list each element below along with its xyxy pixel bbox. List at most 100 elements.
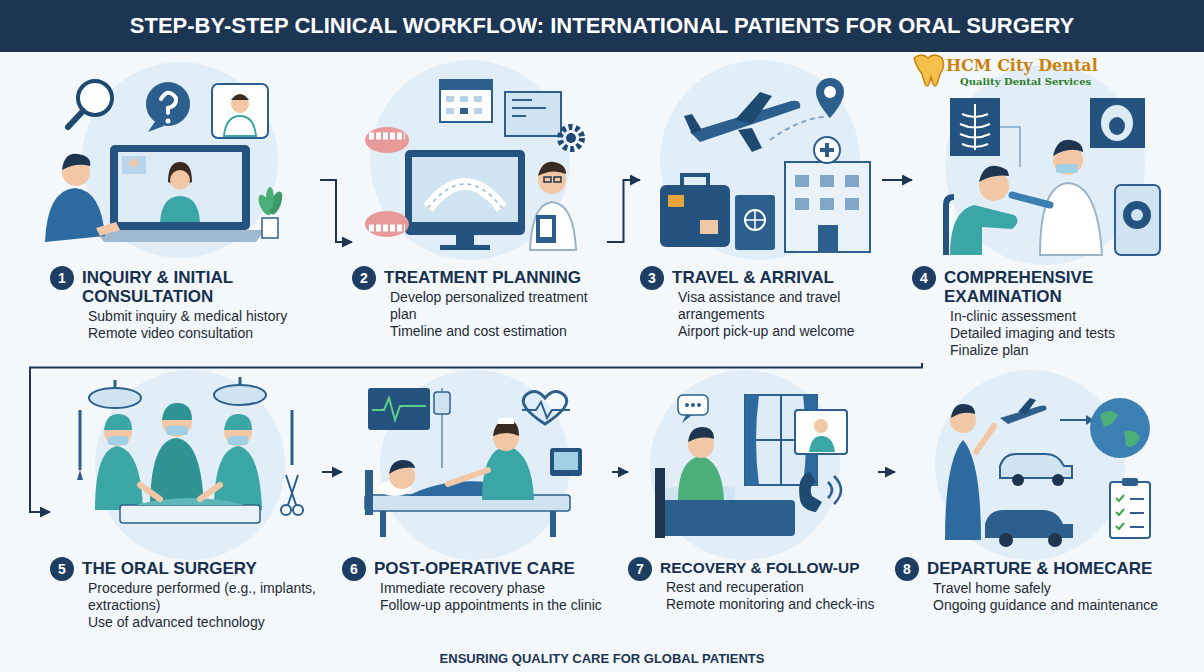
consultation-illustration-part — [96, 222, 120, 236]
departure-illustration-part — [1052, 474, 1064, 486]
planning-illustration-part — [440, 80, 492, 122]
travel-illustration-part — [745, 210, 765, 230]
planning-illustration-part — [536, 215, 556, 243]
departure-illustration-part — [1100, 411, 1140, 447]
recovery-illustration-part — [655, 468, 665, 538]
logo-tooth — [914, 55, 944, 86]
recovery-illustration-part — [685, 403, 689, 407]
travel-illustration-part — [795, 198, 809, 210]
consultation-illustration-part — [148, 120, 164, 132]
surgery-illustration-part — [281, 505, 291, 515]
recovery-illustration-part — [660, 500, 795, 536]
bullet-item: Use of advanced technology — [88, 614, 322, 631]
surgery-illustration-part — [166, 426, 188, 435]
post-op-illustration-part — [365, 470, 373, 515]
consultation-illustration-part — [95, 230, 265, 242]
consultation-illustration-part — [262, 218, 278, 238]
examination-illustration-part — [979, 166, 1009, 182]
step-text: 8DEPARTURE & HOMECARETravel home safelyO… — [895, 559, 1170, 614]
travel-illustration-part — [700, 220, 718, 234]
step-heading: RECOVERY & FOLLOW-UP — [660, 559, 878, 577]
planning-illustration-part — [474, 96, 482, 102]
surgery-illustration-part — [120, 505, 260, 523]
travel-illustration-part — [682, 175, 708, 185]
examination-illustration-part — [1040, 183, 1102, 255]
bullet-text: Use of advanced technology — [88, 614, 265, 630]
step-heading: INQUIRY & INITIAL CONSULTATION — [82, 268, 320, 306]
bullet-item: Airport pick-up and welcome — [678, 323, 882, 340]
post-op-illustration-part — [372, 398, 426, 420]
departure-illustration-part — [999, 533, 1013, 547]
planning-illustration-part — [456, 235, 474, 246]
travel-illustration-part — [820, 175, 834, 187]
planning-illustration-part — [460, 108, 468, 114]
step-number: 7 — [636, 561, 644, 577]
step-heading: THE ORAL SURGERY — [82, 559, 322, 578]
post-op-illustration-part — [498, 418, 514, 424]
step-text: 1INQUIRY & INITIAL CONSULTATIONSubmit in… — [50, 268, 320, 342]
planning-illustration-part — [566, 133, 576, 143]
step-heading: POST-OPERATIVE CARE — [374, 559, 612, 578]
consultation-illustration-part — [68, 111, 83, 127]
surgery-illustration-part — [224, 414, 252, 430]
planning-illustration-part — [474, 108, 482, 114]
bullet-item: Finalize plan — [950, 342, 1174, 359]
step-panel: 7 RECOVERY & FOLLOW-UP Rest and recuperati… — [628, 372, 878, 617]
bullet-text: Submit inquiry & medical history — [88, 308, 287, 324]
title-bar — [0, 0, 1204, 52]
surgery-illustration-part — [79, 410, 82, 470]
step-number-badge: 5 — [50, 557, 74, 581]
bullet-item: Detailed imaging and tests — [950, 325, 1174, 342]
planning-illustration-part — [554, 177, 561, 182]
step-number-badge: 4 — [912, 266, 936, 290]
travel-illustration-part — [816, 78, 844, 118]
bullet-text: Rest and recuperation — [666, 579, 804, 595]
planning-illustration-part — [460, 96, 468, 102]
recovery-illustration-part — [678, 456, 724, 500]
travel-illustration-part — [845, 175, 859, 187]
consultation-illustration-part — [122, 156, 146, 174]
bullet-text: Detailed imaging and tests — [950, 325, 1115, 341]
planning-illustration-part — [370, 60, 570, 260]
planning-illustration — [365, 60, 582, 260]
bullet-text: Travel home safely — [933, 580, 1051, 596]
bullet-item: Timeline and cost estimation — [390, 323, 607, 340]
departure-illustration-part — [1060, 419, 1090, 421]
bullet-text: In-clinic assessment — [950, 308, 1076, 324]
planning-illustration-part — [560, 127, 582, 149]
step-panel: 2TREATMENT PLANNINGDevelop personalized … — [352, 62, 607, 344]
surgery-illustration-part — [293, 505, 303, 515]
consultation-illustration-part — [166, 119, 171, 124]
consultation-illustration-part — [130, 159, 138, 167]
planning-illustration-part — [505, 92, 561, 136]
bullet-text: Timeline and cost estimation — [390, 323, 567, 339]
step-number: 3 — [648, 270, 656, 286]
recovery-illustration-part — [650, 370, 840, 560]
flow-connector — [612, 471, 628, 473]
examination-illustration-part — [1012, 195, 1050, 205]
bullet-item: In-clinic assessment — [950, 308, 1174, 325]
step-number: 4 — [920, 270, 928, 286]
step-number: 2 — [360, 270, 368, 286]
step-text: 4 COMPREHENSIVE EXAMINATION In-clinic asse… — [912, 268, 1174, 359]
bullet-item: Ongoing guidance and maintenance — [933, 597, 1170, 614]
departure-illustration — [935, 370, 1150, 560]
travel-illustration-part — [738, 128, 762, 152]
step-heading: COMPREHENSIVE EXAMINATION — [944, 268, 1174, 306]
flow-connector — [607, 180, 640, 242]
step-panel: 5THE ORAL SURGERYProcedure performed (e.… — [50, 372, 322, 635]
planning-illustration-part — [369, 133, 405, 140]
departure-illustration-part — [976, 426, 994, 452]
departure-illustration-part — [1048, 533, 1062, 547]
recovery-illustration-part — [809, 436, 835, 452]
travel-illustration-part — [820, 198, 834, 210]
consultation-illustration-part — [62, 154, 90, 170]
planning-illustration-part — [405, 150, 525, 235]
consultation-illustration — [45, 62, 285, 258]
planning-illustration-part — [446, 96, 454, 102]
consultation-illustration-part — [118, 152, 242, 222]
step-text: 3TRAVEL & ARRIVALVisa assistance and tra… — [640, 268, 882, 340]
surgery-illustration-part — [89, 388, 141, 408]
surgery-illustration — [77, 370, 303, 560]
bullet-item: Remote video consultation — [88, 325, 320, 342]
